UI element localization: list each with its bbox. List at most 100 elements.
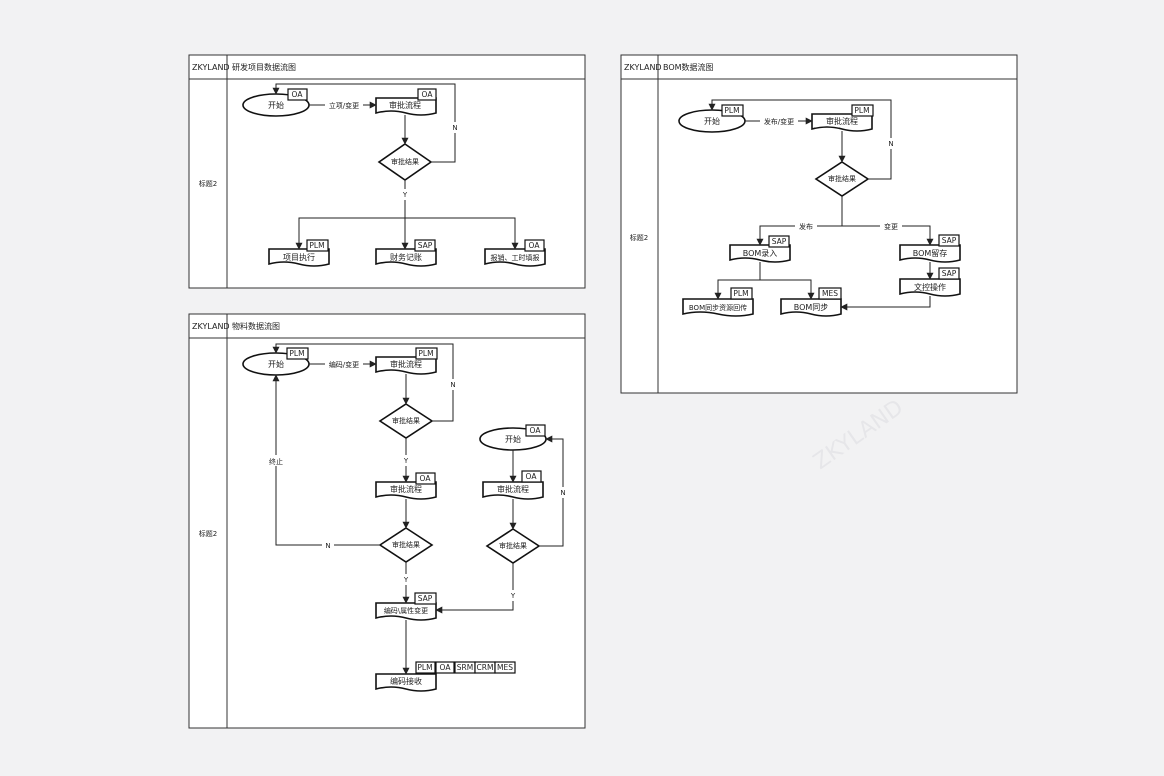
system-tag xyxy=(414,239,436,252)
change-node xyxy=(375,602,437,621)
approve-node xyxy=(811,113,873,132)
exec-node xyxy=(268,248,330,267)
system-tag-label: SAP xyxy=(418,241,433,250)
approve-node xyxy=(375,356,437,375)
panel-title: 研发项目数据流图 xyxy=(232,62,296,72)
doc-node xyxy=(899,278,961,297)
system-tag xyxy=(494,661,516,674)
panel-brand: ZKYLAND xyxy=(192,322,230,331)
system-tag xyxy=(521,470,542,483)
entry-node xyxy=(729,244,791,263)
system-tag-label: PLM xyxy=(417,663,432,672)
edge-label: 立项/变更 xyxy=(329,101,359,110)
panel-brand: ZKYLAND xyxy=(624,63,662,72)
system-tag-label: SAP xyxy=(772,237,787,246)
receive-tags: PLM OA SRM CRM MES xyxy=(415,661,516,674)
system-tag-label: OA xyxy=(292,90,304,99)
approve-label: 审批流程 xyxy=(390,359,422,369)
decision-label: 审批结果 xyxy=(828,174,856,183)
edge-label: N xyxy=(888,140,893,148)
panel-title: 物料数据流图 xyxy=(232,321,280,331)
system-tag-label: PLM xyxy=(733,289,748,298)
system-tag xyxy=(525,424,546,437)
system-tag xyxy=(768,235,790,248)
system-tag-label: SAP xyxy=(418,594,433,603)
receive-node xyxy=(375,673,437,692)
system-tag xyxy=(524,239,545,252)
sync-plm-node xyxy=(682,298,754,317)
approve2-node xyxy=(375,481,437,500)
finance-label: 财务记账 xyxy=(390,252,422,262)
edge-label: 终止 xyxy=(269,457,283,466)
panel-frame xyxy=(188,313,586,729)
system-tag-label: OA xyxy=(530,426,542,435)
system-tag-label: OA xyxy=(440,663,452,672)
panel-rd: ZKYLAND 研发项目数据流图 标题2 开始 OA 审批流程 OA 审批结果 … xyxy=(188,54,586,289)
system-tag xyxy=(938,234,960,247)
finance-node xyxy=(375,248,437,267)
entry-label: BOM录入 xyxy=(743,249,778,258)
sync-plm-label: BOM同步资源回传 xyxy=(689,303,747,312)
edge-label: N xyxy=(325,542,330,550)
system-tag xyxy=(818,287,842,300)
panel-frame xyxy=(620,54,1018,394)
sync-mes-label: BOM同步 xyxy=(794,303,829,312)
edge-label: Y xyxy=(403,576,409,584)
decision-label: 审批结果 xyxy=(392,416,420,425)
system-tag-label: MES xyxy=(822,289,838,298)
system-tag-label: PLM xyxy=(289,349,304,358)
start-label: 开始 xyxy=(268,359,284,369)
edge-label: Y xyxy=(510,592,516,600)
edge-label: Y xyxy=(403,457,409,465)
system-tag xyxy=(415,661,436,674)
approve-label: 审批流程 xyxy=(389,100,421,110)
approve2-label: 审批流程 xyxy=(390,484,422,494)
system-tag-label: SAP xyxy=(942,269,957,278)
system-tag-label: OA xyxy=(526,472,538,481)
oa-start-label: 开始 xyxy=(505,434,521,444)
approve-label: 审批流程 xyxy=(826,116,858,126)
exec-label: 项目执行 xyxy=(283,252,315,262)
lane-label: 标题2 xyxy=(199,179,217,188)
system-tag-label: OA xyxy=(422,90,434,99)
report-node xyxy=(484,248,546,267)
edge-label: Y xyxy=(402,191,408,199)
system-tag xyxy=(730,287,753,300)
panel-title: BOM数据流图 xyxy=(663,62,714,72)
oa-decision-label: 审批结果 xyxy=(499,541,527,550)
system-tag-label: PLM xyxy=(418,349,433,358)
receive-label: 编码接收 xyxy=(390,676,422,686)
edge-label: N xyxy=(450,381,455,389)
decision-label: 审批结果 xyxy=(391,157,419,166)
doc-label: 文控操作 xyxy=(914,282,946,292)
lane-label: 标题2 xyxy=(630,233,648,242)
system-tag-label: OA xyxy=(529,241,541,250)
system-tag-label: CRM xyxy=(477,663,494,672)
oa-approve-label: 审批流程 xyxy=(497,484,529,494)
system-tag xyxy=(721,104,744,117)
system-tag-label: SAP xyxy=(942,236,957,245)
system-tag xyxy=(287,88,308,101)
change-label: 编码\属性变更 xyxy=(384,606,428,615)
system-tag-label: SRM xyxy=(457,663,473,672)
sync-mes-node xyxy=(780,298,842,317)
oa-approve-node xyxy=(482,481,544,500)
edge-label: 发布 xyxy=(799,222,813,231)
system-tag-label: PLM xyxy=(724,106,739,115)
panel-bom: ZKYLAND BOM数据流图 标题2 开始 PLM 审批流程 PLM 审批结果… xyxy=(620,54,1018,394)
system-tag xyxy=(306,239,329,252)
start-label: 开始 xyxy=(268,100,284,110)
system-tag xyxy=(286,347,309,360)
system-tag xyxy=(415,347,438,360)
system-tag-label: PLM xyxy=(309,241,324,250)
decision2-label: 审批结果 xyxy=(392,540,420,549)
edge-label: 发布/变更 xyxy=(764,117,794,126)
system-tag-label: PLM xyxy=(854,106,869,115)
approve-node xyxy=(375,97,437,116)
system-tag-label: MES xyxy=(497,663,513,672)
lane-label: 标题2 xyxy=(199,529,217,538)
keep-label: BOM留存 xyxy=(913,248,948,258)
report-label: 报销、工时填报 xyxy=(491,253,540,262)
system-tag xyxy=(938,267,960,280)
